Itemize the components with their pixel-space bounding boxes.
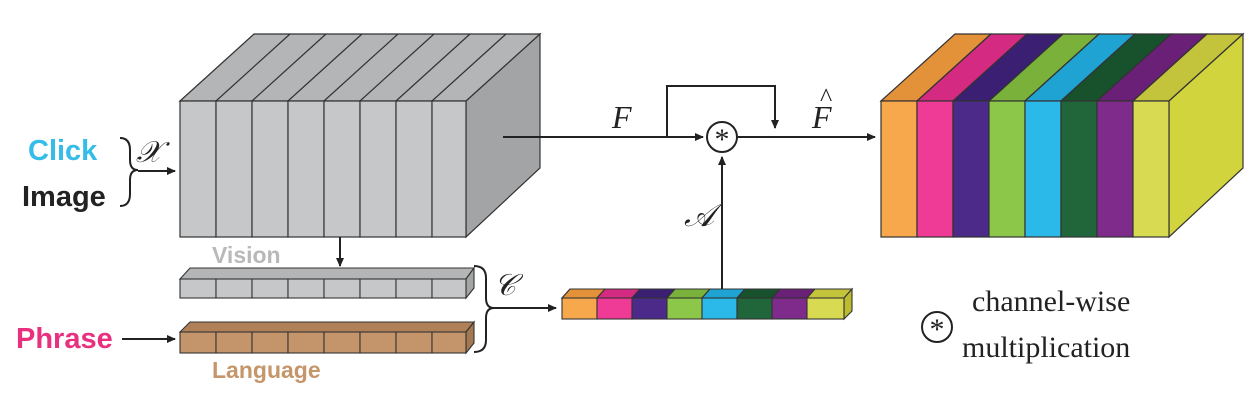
- phrase-label: Phrase: [16, 323, 113, 355]
- multiply-symbol: *: [715, 123, 730, 156]
- symbol-x: 𝒳: [136, 136, 170, 169]
- vision-vector: [178, 266, 476, 300]
- legend-line2: multiplication: [962, 331, 1130, 364]
- language-vector: [178, 320, 476, 355]
- symbol-f-hat: F: [811, 99, 832, 135]
- legend: * channel-wise multiplication: [921, 285, 1130, 364]
- feature-map-slices: [179, 100, 467, 238]
- feature-map-cube: [178, 32, 542, 239]
- image-label: Image: [22, 181, 106, 213]
- symbol-c: 𝒞: [494, 269, 524, 302]
- symbol-a: 𝒜: [684, 197, 723, 233]
- symbol-f: F: [611, 99, 632, 135]
- language-label: Language: [212, 357, 321, 383]
- c-brace: [473, 265, 495, 353]
- legend-line1: channel-wise: [972, 285, 1130, 318]
- attention-vector: [560, 287, 854, 321]
- output-feature-cube: [879, 32, 1245, 239]
- legend-multiply-symbol: *: [930, 313, 945, 346]
- click-label: Click: [28, 135, 98, 167]
- multiply-node: *: [706, 121, 738, 156]
- feature-map-top-edges: [215, 33, 507, 102]
- legend-multiply-icon: [921, 311, 953, 343]
- symbol-hat: ^: [820, 83, 832, 112]
- vision-label: Vision: [212, 242, 281, 268]
- skip-connection: [666, 85, 779, 137]
